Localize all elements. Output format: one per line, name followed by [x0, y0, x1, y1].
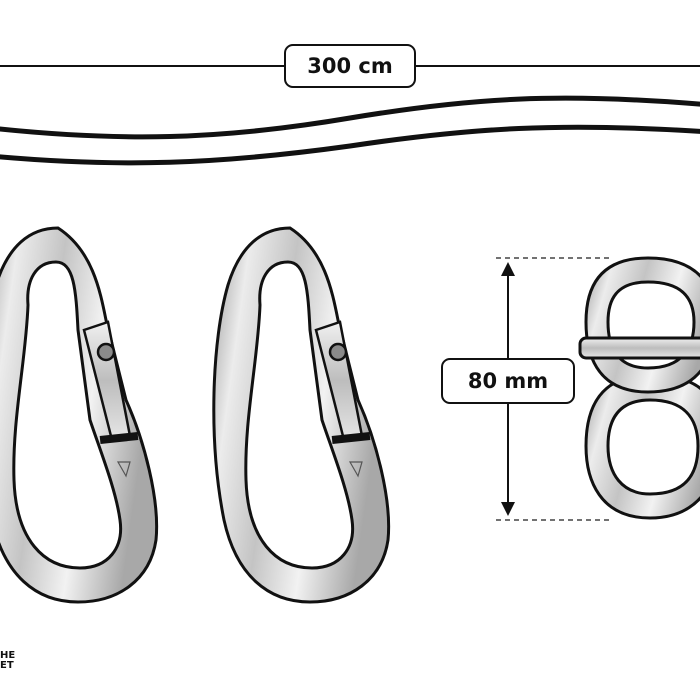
swivel-height-label: 80 mm	[441, 358, 575, 404]
double-swivel	[578, 256, 700, 520]
gate-rivet-right	[328, 342, 348, 362]
carabiner-right	[212, 226, 391, 604]
gate-rivet-left	[96, 342, 116, 362]
carabiner-left	[0, 226, 159, 604]
rope-length-label: 300 cm	[284, 44, 416, 88]
brand-logo: HE ET	[0, 651, 30, 671]
brand-logo-line1: HE	[0, 650, 16, 661]
rope	[0, 95, 700, 166]
brand-logo-line2: ET	[0, 660, 14, 671]
